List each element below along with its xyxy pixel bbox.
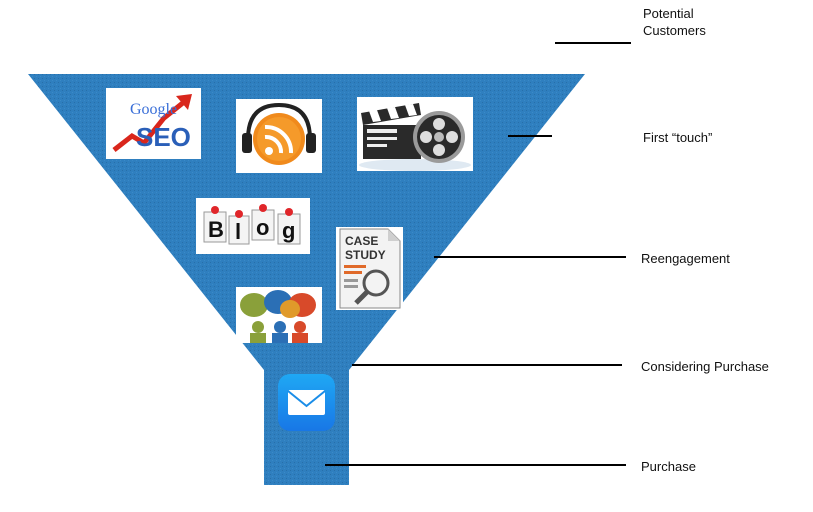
case-study-document-icon: CASE STUDY bbox=[336, 227, 403, 310]
seo-text: SEO bbox=[136, 122, 191, 152]
blog-graphic: B l o g bbox=[203, 204, 301, 245]
case-study-graphic: CASE STUDY bbox=[339, 228, 401, 309]
google-wordmark: Google bbox=[130, 101, 177, 118]
blog-letter-2: l bbox=[235, 219, 241, 244]
podcast-rss-headphones-icon bbox=[236, 99, 322, 173]
stage-label-first-touch: First “touch” bbox=[643, 130, 713, 145]
stage-label-reengagement: Reengagement bbox=[641, 251, 730, 266]
stage-label-potential-line2: Customers bbox=[643, 23, 706, 38]
blog-letter-3: o bbox=[256, 215, 269, 240]
leader-line-reengagement bbox=[434, 256, 626, 258]
podcast-graphic bbox=[242, 102, 316, 165]
case-study-line1: CASE bbox=[345, 234, 378, 248]
leader-line-purchase bbox=[325, 464, 626, 466]
leader-line-first-touch bbox=[508, 135, 552, 137]
stage-label-potential: Potential Customers bbox=[643, 5, 706, 39]
stage-label-considering: Considering Purchase bbox=[641, 359, 769, 374]
leader-line-considering bbox=[352, 364, 622, 366]
mail-graphic bbox=[278, 374, 335, 431]
blog-letters-icon: B l o g bbox=[196, 198, 310, 254]
mail-envelope-icon bbox=[278, 374, 335, 431]
funnel-body bbox=[28, 74, 585, 485]
google-seo-icon: Google SEO bbox=[106, 88, 201, 159]
stage-label-potential-line1: Potential bbox=[643, 6, 694, 21]
leader-line-potential bbox=[555, 42, 631, 44]
people-speech-bubbles-icon bbox=[236, 287, 322, 343]
blog-letter-4: g bbox=[282, 218, 295, 243]
stage-label-purchase: Purchase bbox=[641, 459, 696, 474]
film-graphic bbox=[359, 103, 471, 171]
film-clapper-reel-icon bbox=[357, 97, 473, 171]
google-seo-graphic: Google SEO bbox=[112, 94, 192, 152]
case-study-line2: STUDY bbox=[345, 248, 386, 262]
blog-letter-1: B bbox=[208, 217, 224, 242]
social-graphic bbox=[240, 290, 316, 343]
